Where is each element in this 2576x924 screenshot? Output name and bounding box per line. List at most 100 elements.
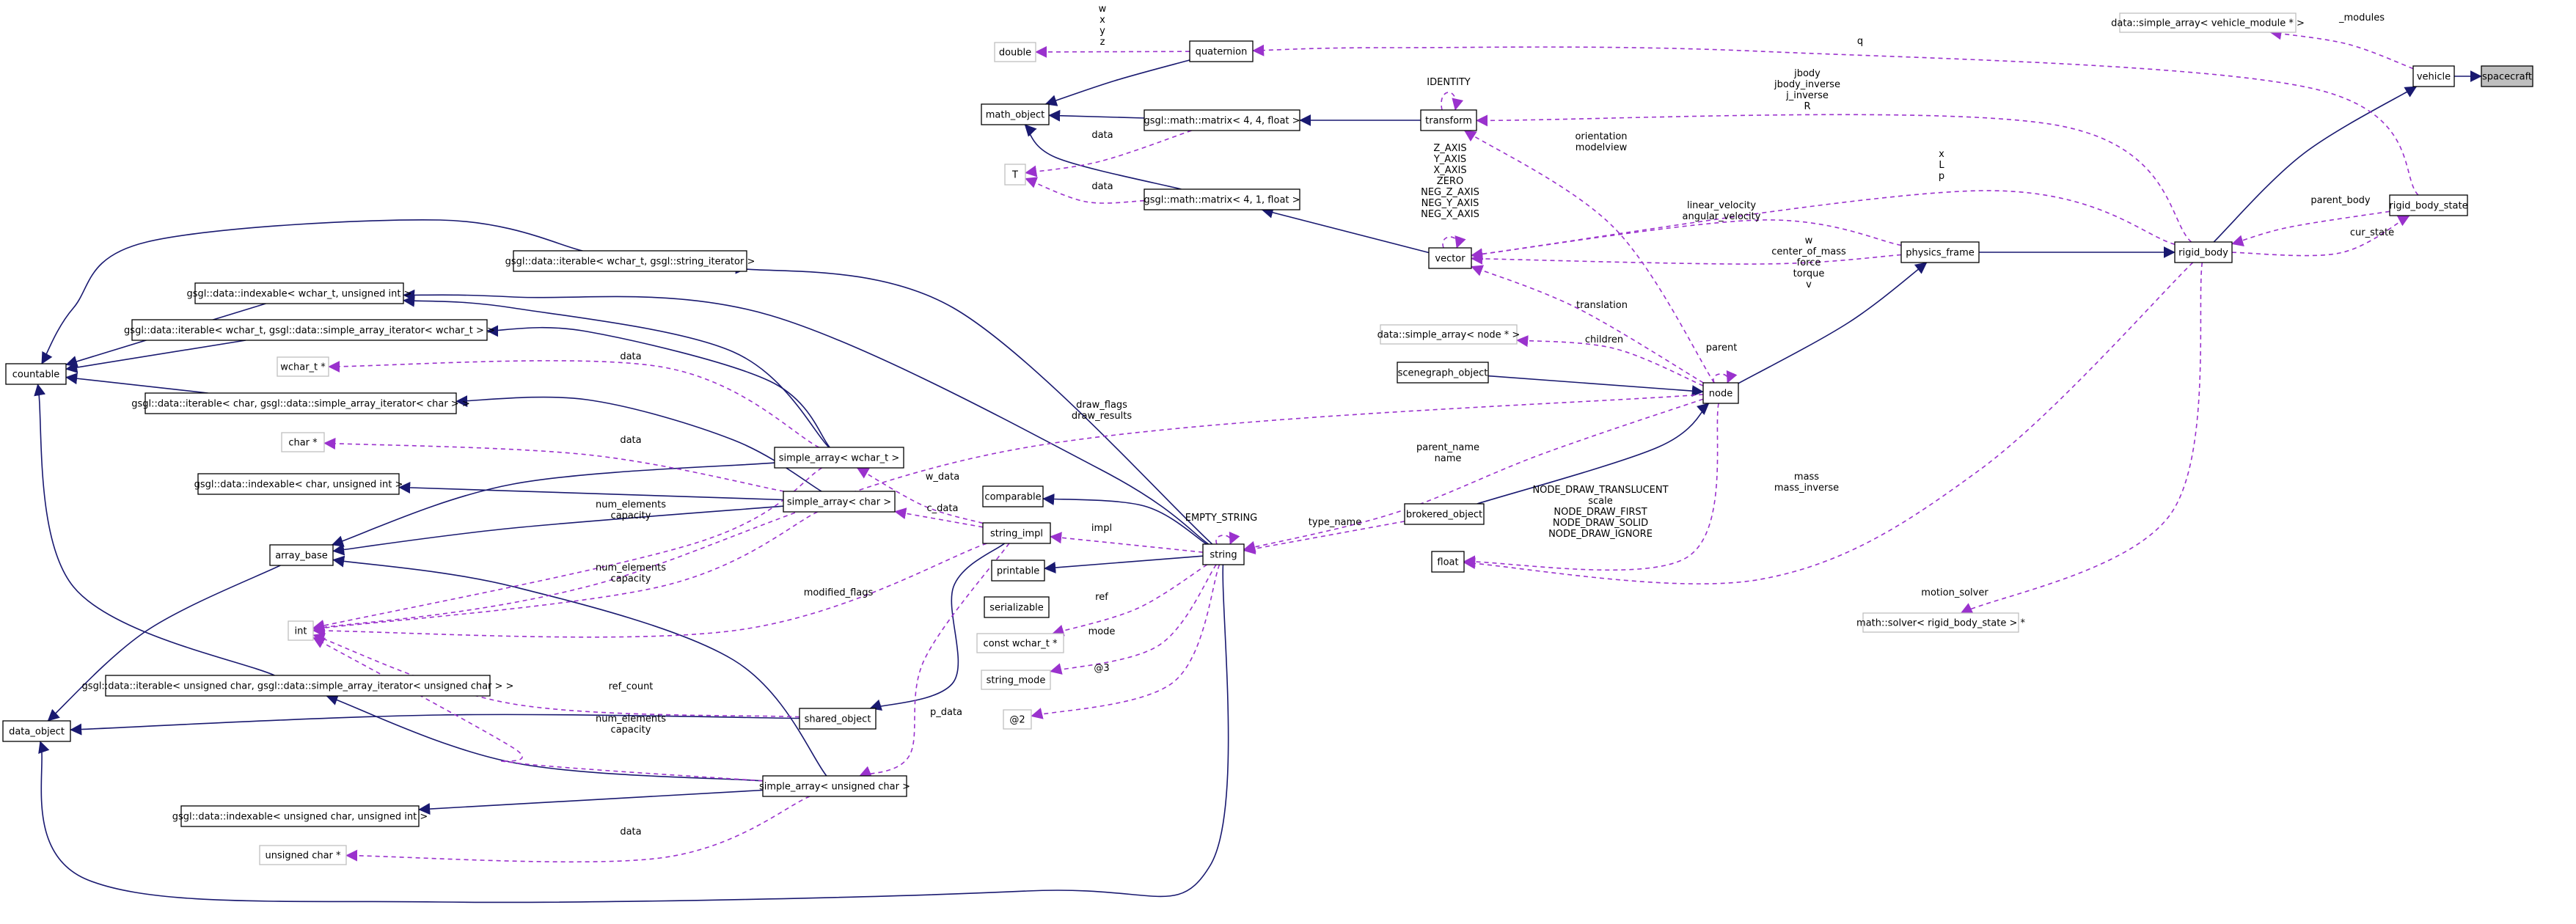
class-node-indexable-uchar[interactable]: gsgl::data::indexable< unsigned char, un… — [172, 805, 428, 827]
edge-label-at3: @3 — [1094, 663, 1109, 674]
edge-label-ref: ref — [1095, 592, 1108, 603]
node-label: transform — [1425, 116, 1472, 127]
class-node-iterable-char-sai[interactable]: gsgl::data::iterable< char, gsgl::data::… — [131, 392, 470, 414]
class-node-string-impl[interactable]: string_impl — [982, 522, 1051, 544]
class-node-simple-array-uchar[interactable]: simple_array< unsigned char > — [759, 775, 910, 797]
node-box — [1004, 164, 1026, 186]
usage-edge-simple_array_uchar-to-int — [312, 637, 764, 782]
class-node-simple-array-char[interactable]: simple_array< char > — [783, 491, 896, 513]
class-node-array-base[interactable]: array_base — [269, 544, 334, 566]
node-label: comparable — [984, 492, 1041, 503]
inheritance-edge-brokered_object-to-node — [1477, 403, 1710, 505]
usage-edge-simple_array_wchar-to-int — [312, 467, 823, 631]
usage-edge-string_impl-to-int — [312, 543, 987, 638]
class-node-simple-array-node[interactable]: data::simple_array< node * > — [1377, 324, 1521, 345]
edge-label-p-data: p_data — [930, 707, 962, 718]
inheritance-edge-matrix44-to-math_object — [1048, 109, 1145, 122]
class-node-brokered-object[interactable]: brokered_object — [1404, 503, 1485, 525]
class-node-vehicle[interactable]: vehicle — [2412, 65, 2455, 87]
class-node-math-object[interactable]: math_object — [981, 103, 1050, 125]
node-box — [197, 473, 400, 495]
class-node-data-object[interactable]: data_object — [2, 720, 71, 742]
class-node-float[interactable]: float — [1431, 551, 1465, 573]
class-node-const-wchar-t[interactable]: const wchar_t * — [976, 633, 1064, 653]
node-label: gsgl::data::iterable< unsigned char, gsg… — [82, 681, 514, 692]
usage-edge-node-to-float — [1463, 403, 1719, 571]
node-box — [1380, 324, 1518, 345]
class-node-physics-frame[interactable]: physics_frame — [1900, 241, 1980, 263]
inheritance-edge-simple_array_wchar-to-iterable_wchar_sai — [486, 325, 830, 448]
usage-edge-quaternion-to-double — [1035, 45, 1190, 58]
class-node-T[interactable]: T — [1004, 164, 1026, 186]
usage-edge-rigid_body-to-rigid_body_state — [2231, 215, 2410, 257]
edge-label-children: children — [1585, 334, 1623, 345]
class-node-char-ptr[interactable]: char * — [281, 432, 325, 452]
class-node-transform[interactable]: transform — [1420, 109, 1477, 131]
edge-label-data44: data — [1091, 130, 1113, 141]
class-node-shared-object[interactable]: shared_object — [799, 708, 877, 730]
usage-edge-rigid_body-to-float — [1463, 262, 2194, 584]
class-node-quaternion[interactable]: quaternion — [1189, 40, 1254, 62]
self-usage-edge-transform — [1441, 92, 1464, 111]
class-node-indexable-wchar[interactable]: gsgl::data::indexable< wchar_t, unsigned… — [186, 282, 412, 304]
node-label: gsgl::data::indexable< char, unsigned in… — [194, 480, 403, 491]
class-node-wchar-ptr[interactable]: wchar_t * — [277, 356, 329, 377]
class-node-scenegraph-object[interactable]: scenegraph_object — [1397, 362, 1489, 384]
inheritance-edge-string-to-printable — [1044, 555, 1204, 573]
node-box — [762, 775, 907, 797]
class-node-at2[interactable]: @2 — [1003, 709, 1032, 730]
edge-label-type-name: type_name — [1309, 517, 1361, 528]
inheritance-edge-string-to-indexable_wchar — [403, 289, 1210, 545]
usage-edge-simple_array_uchar-to-uchar_ptr — [345, 796, 811, 863]
class-node-node[interactable]: node — [1702, 382, 1739, 404]
class-node-rigid-body[interactable]: rigid_body — [2174, 241, 2233, 263]
node-box — [1420, 109, 1477, 131]
class-node-iterable-uchar-sai[interactable]: gsgl::data::iterable< unsigned char, gsg… — [82, 675, 514, 697]
class-node-string[interactable]: string — [1202, 543, 1245, 565]
class-node-iterable-wchar-string[interactable]: gsgl::data::iterable< wchar_t, gsgl::str… — [505, 250, 755, 272]
edge-label-mode: mode — [1088, 626, 1116, 637]
node-box — [976, 633, 1064, 653]
usage-edge-rigid_body-to-vector — [1471, 190, 2176, 260]
class-node-rigid-body-state[interactable]: rigid_body_state — [2389, 194, 2468, 216]
class-node-math-solver[interactable]: math::solver< rigid_body_state > * — [1856, 612, 2025, 633]
node-box — [1428, 247, 1472, 269]
class-node-spacecraft[interactable]: spacecraft — [2481, 65, 2533, 87]
node-box — [281, 432, 325, 452]
node-label: gsgl::math::matrix< 4, 1, float > — [1144, 195, 1300, 206]
edge-label-identity: IDENTITY — [1427, 77, 1470, 88]
node-label: string_mode — [987, 675, 1046, 686]
class-node-matrix41[interactable]: gsgl::math::matrix< 4, 1, float > — [1144, 188, 1300, 210]
class-node-vector[interactable]: vector — [1428, 247, 1472, 269]
inheritance-edge-simple_array_uchar-to-iterable_uchar_sai — [326, 694, 764, 782]
usage-edge-matrix44-to-T — [1025, 130, 1192, 177]
class-node-comparable[interactable]: comparable — [982, 485, 1044, 507]
node-label: physics_frame — [1906, 248, 1975, 259]
class-node-vehicle-modules[interactable]: data::simple_array< vehicle_module * > — [2111, 12, 2305, 33]
class-node-double[interactable]: double — [994, 42, 1036, 62]
inheritance-edge-string-to-comparable — [1042, 494, 1207, 545]
node-box — [144, 392, 457, 414]
class-node-matrix44[interactable]: gsgl::math::matrix< 4, 4, float > — [1144, 109, 1300, 131]
class-node-printable[interactable]: printable — [991, 560, 1045, 582]
edge-label-q: q — [1857, 36, 1863, 47]
class-node-simple-array-wchar[interactable]: simple_array< wchar_t > — [774, 447, 904, 469]
inheritance-edge-simple_array_char-to-indexable_char — [398, 481, 784, 501]
node-label: @2 — [1009, 715, 1025, 726]
class-node-int[interactable]: int — [288, 620, 314, 641]
class-node-uchar-ptr[interactable]: unsigned char * — [259, 845, 347, 865]
class-node-serializable[interactable]: serializable — [984, 596, 1050, 618]
node-label: math::solver< rigid_body_state > * — [1856, 618, 2025, 629]
node-label: serializable — [989, 603, 1044, 614]
node-label: node — [1709, 389, 1732, 400]
class-node-indexable-char[interactable]: gsgl::data::indexable< char, unsigned in… — [194, 473, 403, 495]
class-node-string-mode[interactable]: string_mode — [981, 670, 1051, 690]
usage-edge-node-to-string — [1243, 398, 1704, 553]
class-node-countable[interactable]: countable — [5, 363, 67, 385]
class-node-iterable-wchar-sai[interactable]: gsgl::data::iterable< wchar_t, gsgl::dat… — [124, 319, 495, 341]
node-label: data::simple_array< node * > — [1377, 330, 1521, 341]
node-label: int — [295, 626, 307, 637]
